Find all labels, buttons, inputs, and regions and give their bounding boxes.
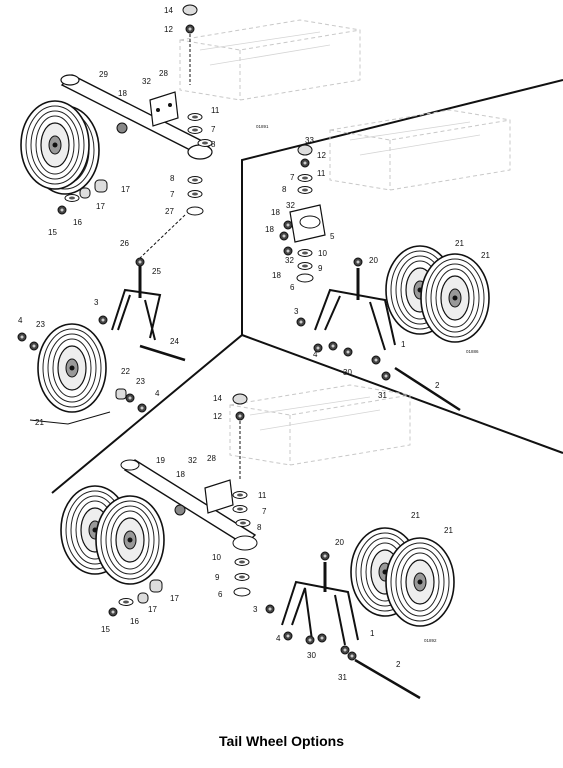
callout: 29 (99, 70, 108, 79)
callout: 18 (118, 89, 127, 98)
callout: 7 (170, 190, 175, 199)
callout: 16 (73, 218, 82, 227)
caster-fork-part-25 (111, 288, 162, 341)
drawing-code: 01886 (466, 349, 479, 354)
callout: 21 (455, 239, 464, 248)
callout: 31 (338, 673, 347, 682)
callout: 18 (272, 271, 281, 280)
callout: 3 (253, 605, 258, 614)
callout: 21 (481, 251, 490, 260)
cap-part-14 (182, 4, 198, 16)
callout: 1 (370, 629, 375, 638)
panel-bottom (60, 384, 455, 700)
callout: 1 (401, 340, 406, 349)
callout: 17 (121, 185, 130, 194)
callout: 9 (215, 573, 220, 582)
callouts-right: 33 12 11 7 8 32 18 18 32 18 5 10 9 6 20 … (265, 136, 490, 400)
callout: 27 (165, 207, 174, 216)
callout: 6 (218, 590, 223, 599)
callout: 14 (164, 6, 173, 15)
callout: 17 (96, 202, 105, 211)
callout: 17 (148, 605, 157, 614)
callout: 6 (290, 283, 295, 292)
callout: 8 (257, 523, 262, 532)
fork-part-1 (314, 288, 396, 351)
callout: 23 (36, 320, 45, 329)
callout: 3 (94, 298, 99, 307)
callout: 18 (265, 225, 274, 234)
callout: 30 (307, 651, 316, 660)
callout: 3 (294, 307, 299, 316)
panel-right (279, 109, 511, 412)
callout: 7 (262, 507, 267, 516)
callout: 4 (155, 389, 160, 398)
cap-part-33 (297, 144, 313, 156)
callout: 12 (164, 25, 173, 34)
callout: 17 (170, 594, 179, 603)
callout: 28 (207, 454, 216, 463)
callout: 8 (211, 140, 216, 149)
callout: 12 (213, 412, 222, 421)
callout: 25 (152, 267, 161, 276)
callout: 11 (258, 491, 267, 500)
callout: 21 (444, 526, 453, 535)
callout: 32 (142, 77, 151, 86)
callout: 21 (411, 511, 420, 520)
callout: 4 (18, 316, 23, 325)
callout: 18 (176, 470, 185, 479)
callouts-bottom: 14 12 19 32 28 18 11 7 8 10 9 6 17 17 16… (101, 394, 453, 682)
callout: 9 (318, 264, 323, 273)
callouts-top-left: 14 12 29 32 28 18 11 7 8 8 7 27 17 17 16… (18, 6, 220, 427)
callout: 15 (48, 228, 57, 237)
cap-part-14b (232, 393, 248, 405)
callout: 33 (305, 136, 314, 145)
callout: 16 (130, 617, 139, 626)
callout: 19 (156, 456, 165, 465)
callout: 15 (101, 625, 110, 634)
callout: 4 (313, 350, 318, 359)
callout: 7 (211, 125, 216, 134)
callout: 22 (121, 367, 130, 376)
callout: 12 (317, 151, 326, 160)
mount-bracket-part-28b (204, 479, 234, 514)
callout: 21 (35, 418, 44, 427)
callout: 11 (211, 106, 220, 115)
callout: 10 (318, 249, 327, 258)
fork-part-1b (281, 580, 359, 646)
drawing-code: 01892 (424, 638, 437, 643)
tail-wheel-exploded-diagram: 01891 01886 01892 14 12 29 32 28 18 11 7… (17, 4, 563, 700)
callout: 8 (282, 185, 287, 194)
figure-caption: Tail Wheel Options (219, 733, 344, 749)
panel-top-left (17, 4, 361, 425)
callout: 5 (330, 232, 335, 241)
callout: 20 (369, 256, 378, 265)
callout: 10 (212, 553, 221, 562)
callout: 32 (285, 256, 294, 265)
callout: 20 (335, 538, 344, 547)
callout: 24 (170, 337, 179, 346)
callout: 31 (378, 391, 387, 400)
callout: 32 (188, 456, 197, 465)
callout: 14 (213, 394, 222, 403)
callout: 26 (120, 239, 129, 248)
callout: 2 (435, 381, 440, 390)
panel-dividers (51, 79, 563, 494)
callout: 11 (317, 169, 326, 178)
callout: 8 (170, 174, 175, 183)
callout: 32 (286, 201, 295, 210)
callout: 23 (136, 377, 145, 386)
mount-bracket-part-28 (149, 91, 179, 127)
callout: 4 (276, 634, 281, 643)
callout: 30 (343, 368, 352, 377)
drawing-code: 01891 (256, 124, 269, 129)
callout: 7 (290, 173, 295, 182)
callout: 2 (396, 660, 401, 669)
callout: 18 (271, 208, 280, 217)
callout: 28 (159, 69, 168, 78)
